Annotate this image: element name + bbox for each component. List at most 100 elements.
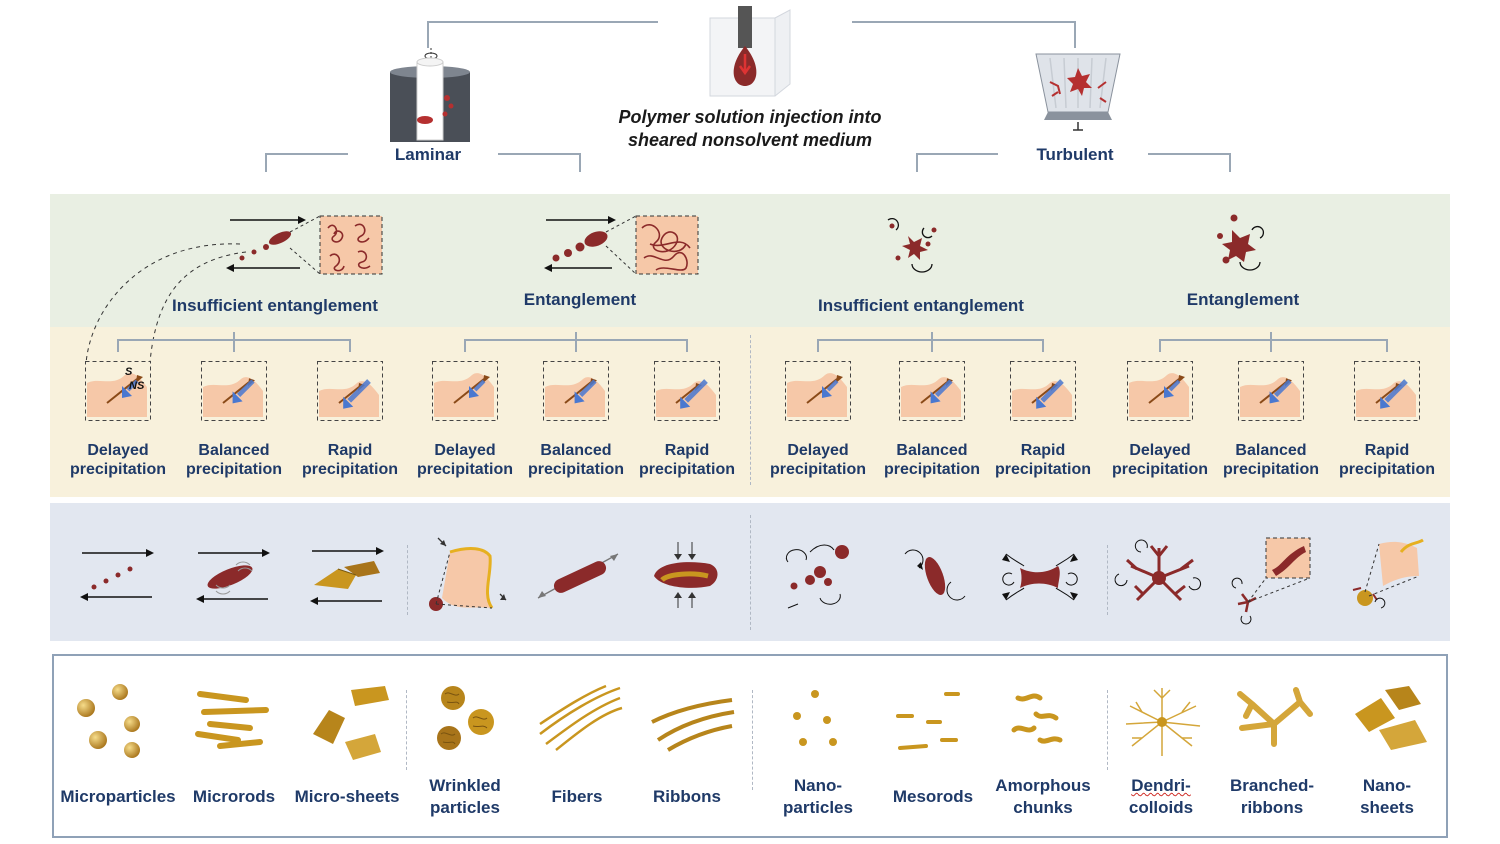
mech-dendricolloid-formation bbox=[1114, 539, 1202, 602]
product-microrods-image bbox=[195, 691, 269, 749]
precipitation-word: precipitation bbox=[769, 461, 866, 478]
product-name-line2: particles bbox=[430, 798, 500, 817]
precipitation-rate: Rapid bbox=[1364, 442, 1410, 459]
product-name-line2: colloids bbox=[1128, 798, 1194, 817]
product-name-line1: Micro-sheets bbox=[294, 787, 400, 806]
turbulent-entanglement-illustration bbox=[1217, 214, 1264, 271]
turbulent-insufficient-entanglement-illustration bbox=[887, 217, 937, 273]
product-name-line1: Wrinkled bbox=[429, 776, 501, 795]
product-label: Fibers bbox=[507, 786, 647, 808]
diagram-title: Polymer solution injection into sheared … bbox=[618, 107, 882, 150]
precipitation-word: precipitation bbox=[638, 461, 735, 478]
product-name-line1: Fibers bbox=[551, 787, 603, 806]
laminar-entanglement-label: Entanglement bbox=[523, 290, 637, 309]
laminar-insufficient-entanglement-illustration bbox=[226, 215, 383, 275]
solvent-label: S bbox=[125, 366, 133, 378]
precipitation-word: precipitation bbox=[1222, 461, 1319, 478]
precipitation-rate: Rapid bbox=[1020, 442, 1066, 459]
product-name-line1: Mesorods bbox=[892, 787, 974, 806]
mech-fiber-formation bbox=[537, 553, 619, 599]
product-label: Microrods bbox=[164, 786, 304, 808]
mech-nanosheet-formation bbox=[1352, 538, 1424, 609]
product-mesorods-image bbox=[896, 692, 960, 750]
half-divider-mechanism bbox=[750, 515, 751, 630]
product-label: Dendri-colloids bbox=[1091, 775, 1231, 819]
product-label: Nano-particles bbox=[748, 775, 888, 819]
product-branched-ribbons-image bbox=[1237, 687, 1313, 747]
product-label: Microparticles bbox=[48, 786, 188, 808]
quarter-divider-products-left bbox=[406, 690, 407, 770]
product-name-line1: Nano- bbox=[1362, 776, 1412, 795]
precipitation-rate: Balanced bbox=[198, 442, 270, 459]
laminar-entanglement-illustration bbox=[544, 215, 699, 275]
mech-ribbon-formation bbox=[654, 542, 718, 608]
product-label: Branched-ribbons bbox=[1202, 775, 1342, 819]
product-wrinkled-particles-image bbox=[437, 686, 494, 750]
precipitation-rate: Delayed bbox=[434, 442, 496, 459]
precipitation-interface-box bbox=[317, 361, 383, 421]
precipitation-interface-box bbox=[432, 361, 498, 421]
mech-amorphous-chunk-formation bbox=[1002, 553, 1078, 601]
precipitation-label: Delayed precipitation bbox=[758, 441, 878, 479]
injection-cube-icon bbox=[709, 6, 791, 97]
precipitation-interface-box bbox=[201, 361, 267, 421]
turbulent-mixer-icon bbox=[1035, 53, 1121, 131]
precipitation-interface-box bbox=[1010, 361, 1076, 421]
product-name-line1: Ribbons bbox=[653, 787, 721, 806]
turbulent-insufficient-entanglement-label: Insufficient entanglement bbox=[818, 296, 1024, 315]
precipitation-label: Rapid precipitation bbox=[290, 441, 410, 479]
precipitation-label: Balanced precipitation bbox=[174, 441, 294, 479]
precipitation-interface-box bbox=[1354, 361, 1420, 421]
half-divider-products bbox=[752, 690, 753, 790]
turbulent-label: Turbulent bbox=[1036, 145, 1114, 164]
precipitation-interface-box bbox=[654, 361, 720, 421]
product-label: Micro-sheets bbox=[277, 786, 417, 808]
precipitation-label: Rapid precipitation bbox=[983, 441, 1103, 479]
turbulent-entanglement-label: Entanglement bbox=[1186, 290, 1300, 309]
product-label: Mesorods bbox=[863, 786, 1003, 808]
precipitation-word: precipitation bbox=[301, 461, 398, 478]
mech-mesorod-formation bbox=[904, 549, 966, 601]
product-label: Nano-sheets bbox=[1317, 775, 1457, 819]
precipitation-label: Rapid precipitation bbox=[627, 441, 747, 479]
product-microsheets-image bbox=[313, 686, 389, 760]
product-microparticles-image bbox=[77, 684, 140, 758]
precipitation-rate: Rapid bbox=[664, 442, 710, 459]
precipitation-rate: Delayed bbox=[87, 442, 149, 459]
product-dendricolloids-image bbox=[1125, 688, 1201, 756]
precipitation-interface-box bbox=[899, 361, 965, 421]
nonsolvent-label: NS bbox=[129, 380, 145, 392]
product-nanoparticles-image bbox=[793, 690, 837, 746]
mech-wrinkled-particle-formation bbox=[429, 537, 507, 611]
precipitation-rate: Delayed bbox=[787, 442, 849, 459]
precipitation-interface-box bbox=[1127, 361, 1193, 421]
quarter-divider-mechanism-left bbox=[407, 545, 408, 615]
precipitation-word: precipitation bbox=[994, 461, 1091, 478]
precipitation-rate: Balanced bbox=[540, 442, 612, 459]
mech-microparticle-formation bbox=[80, 549, 154, 601]
product-name-line1: Nano- bbox=[793, 776, 843, 795]
product-label: Ribbons bbox=[617, 786, 757, 808]
precipitation-word: precipitation bbox=[883, 461, 980, 478]
mech-microsheet-formation bbox=[310, 547, 384, 605]
precipitation-word: precipitation bbox=[185, 461, 282, 478]
precipitation-rate: Rapid bbox=[327, 442, 373, 459]
precipitation-interface-box bbox=[1238, 361, 1304, 421]
half-divider-precipitation bbox=[750, 335, 751, 485]
product-name-line1: Branched- bbox=[1229, 776, 1315, 795]
product-fibers-image bbox=[539, 684, 623, 751]
product-nanosheets-image bbox=[1355, 686, 1427, 750]
product-name-line2: particles bbox=[783, 798, 853, 817]
precipitation-word: precipitation bbox=[1111, 461, 1208, 478]
laminar-couette-cell-icon bbox=[390, 48, 470, 142]
quarter-divider-mechanism-right bbox=[1107, 545, 1108, 615]
mech-nanoparticle-formation bbox=[785, 544, 849, 609]
top-connector-lines bbox=[265, 21, 1231, 172]
laminar-insufficient-entanglement-label: Insufficient entanglement bbox=[172, 296, 378, 315]
